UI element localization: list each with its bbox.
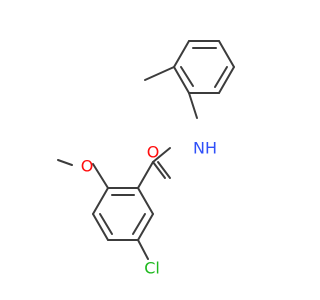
bond xyxy=(99,213,113,235)
bond xyxy=(173,66,190,94)
bond xyxy=(132,213,146,235)
bond xyxy=(218,40,235,68)
bond xyxy=(144,66,175,81)
chlorine-label: Cl xyxy=(144,259,160,278)
nitrogen-amide-label: NH xyxy=(193,139,217,158)
bond-lines xyxy=(57,40,235,260)
bond xyxy=(152,161,166,179)
bond xyxy=(92,213,109,241)
bond xyxy=(173,40,190,68)
bond xyxy=(57,159,73,166)
bond xyxy=(152,147,171,163)
atom-labels: O NH O Cl xyxy=(81,139,217,278)
oxygen-methoxy-label: O xyxy=(81,157,94,176)
structure-diagram: O NH O Cl xyxy=(57,40,235,278)
bond xyxy=(180,66,194,87)
bond xyxy=(92,187,109,215)
bond xyxy=(137,187,154,215)
bond xyxy=(214,66,228,88)
bond xyxy=(137,213,154,241)
bond xyxy=(137,239,149,260)
bond xyxy=(218,66,235,94)
bond xyxy=(137,161,154,189)
bond xyxy=(157,161,171,179)
bond xyxy=(188,92,198,119)
bond xyxy=(92,163,109,189)
oxygen-carbonyl-label: O xyxy=(147,143,160,162)
